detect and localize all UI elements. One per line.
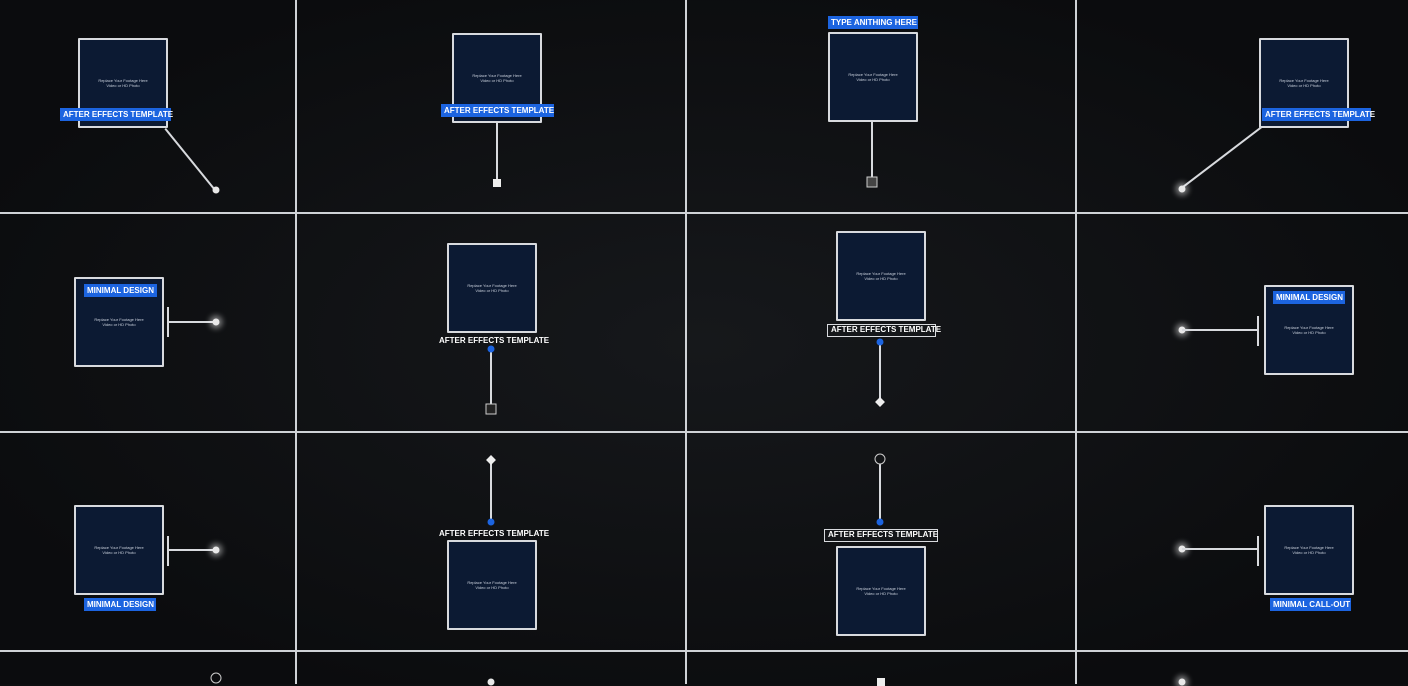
placeholder-text: Replace Your Footage Here <box>1284 325 1334 330</box>
title-label: AFTER EFFECTS TEMPLATE <box>824 529 938 542</box>
grid-line <box>0 212 1408 214</box>
placeholder-text: Video or HD Photo <box>864 276 898 281</box>
anchor-dot <box>212 186 220 194</box>
title-label: AFTER EFFECTS TEMPLATE <box>60 108 173 121</box>
placeholder-text: Video or HD Photo <box>1292 330 1326 335</box>
callout-line <box>1182 548 1258 550</box>
callout-line <box>879 464 881 522</box>
grid-line <box>295 0 297 684</box>
placeholder-text: Video or HD Photo <box>480 78 514 83</box>
title-label: AFTER EFFECTS TEMPLATE <box>1262 108 1375 121</box>
callout-line <box>168 549 216 551</box>
callout-line <box>496 123 498 183</box>
anchor-dot <box>1178 185 1186 193</box>
anchor-dot <box>212 318 220 326</box>
title-label: MINIMAL DESIGN <box>84 598 156 611</box>
placeholder-text: Video or HD Photo <box>864 591 898 596</box>
anchor-square <box>877 678 885 686</box>
callout-line <box>1182 329 1258 331</box>
anchor-dot <box>487 678 495 686</box>
title-label: AFTER EFFECTS TEMPLATE <box>439 336 550 345</box>
anchor-dot <box>876 338 884 346</box>
anchor-dot <box>876 518 884 526</box>
placeholder-text: Video or HD Photo <box>102 550 136 555</box>
placeholder-text: Replace Your Footage Here <box>467 283 517 288</box>
anchor-square <box>485 403 497 415</box>
circle-icon <box>210 672 222 684</box>
anchor-dot <box>487 345 495 353</box>
title-label: MINIMAL DESIGN <box>84 284 157 297</box>
anchor-dot <box>1178 678 1186 686</box>
placeholder-text: Replace Your Footage Here <box>472 73 522 78</box>
placeholder-text: Video or HD Photo <box>1292 550 1326 555</box>
anchor-dot <box>212 546 220 554</box>
placeholder-text: Replace Your Footage Here <box>467 580 517 585</box>
title-label: AFTER EFFECTS TEMPLATE <box>439 529 550 538</box>
placeholder-text: Replace Your Footage Here <box>94 545 144 550</box>
placeholder-text: Replace Your Footage Here <box>856 271 906 276</box>
callout-line <box>871 122 873 182</box>
anchor-square <box>866 176 878 188</box>
placeholder-text: Replace Your Footage Here <box>98 78 148 83</box>
bracket <box>167 536 169 566</box>
title-label: MINIMAL DESIGN <box>1273 291 1345 304</box>
grid-line <box>0 650 1408 652</box>
placeholder-text: Video or HD Photo <box>1287 83 1321 88</box>
grid-line <box>0 431 1408 433</box>
anchor-square <box>493 179 501 187</box>
placeholder-text: Video or HD Photo <box>102 322 136 327</box>
circle-icon <box>874 453 886 465</box>
placeholder-text: Video or HD Photo <box>475 288 509 293</box>
placeholder-text: Replace Your Footage Here <box>856 586 906 591</box>
bracket <box>1257 316 1259 346</box>
grid-line <box>685 0 687 684</box>
placeholder-text: Video or HD Photo <box>106 83 140 88</box>
placeholder-text: Replace Your Footage Here <box>1279 78 1329 83</box>
bracket <box>1257 536 1259 566</box>
title-label: AFTER EFFECTS TEMPLATE <box>827 324 941 337</box>
grid-line <box>1075 0 1077 684</box>
callout-line <box>490 349 492 409</box>
title-label: TYPE ANITHING HERE <box>828 16 918 29</box>
placeholder-text: Replace Your Footage Here <box>848 72 898 77</box>
placeholder-text: Replace Your Footage Here <box>94 317 144 322</box>
callout-line <box>490 460 492 522</box>
anchor-dot <box>487 518 495 526</box>
placeholder-text: Video or HD Photo <box>475 585 509 590</box>
title-label: AFTER EFFECTS TEMPLATE <box>441 104 554 117</box>
placeholder-text: Video or HD Photo <box>856 77 890 82</box>
placeholder-text: Replace Your Footage Here <box>1284 545 1334 550</box>
callout-line <box>879 342 881 402</box>
callout-line <box>168 321 216 323</box>
title-label: MINIMAL CALL-OUT <box>1270 598 1351 611</box>
